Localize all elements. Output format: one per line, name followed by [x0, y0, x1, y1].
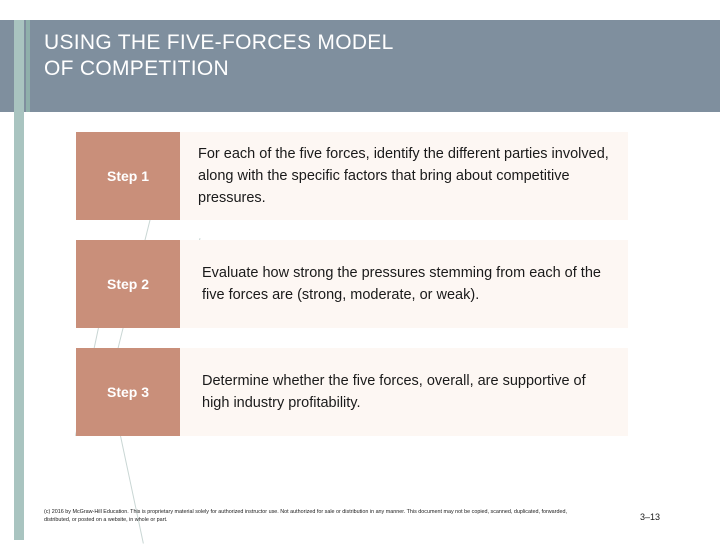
step-row-1: Step 1 For each of the five forces, iden… — [76, 132, 628, 220]
header-accent-bar-dark-teal — [26, 20, 30, 112]
step-row-3: Step 3 Determine whether the five forces… — [76, 348, 628, 436]
step-1-text: For each of the five forces, identify th… — [180, 132, 628, 220]
page-title: USING THE FIVE-FORCES MODEL OF COMPETITI… — [44, 30, 684, 82]
page-title-line-2: OF COMPETITION — [44, 57, 230, 80]
decorative-diagonal-4 — [120, 435, 144, 544]
step-2-text: Evaluate how strong the pressures stemmi… — [180, 240, 628, 328]
step-2-label: Step 2 — [76, 240, 180, 328]
step-row-2: Step 2 Evaluate how strong the pressures… — [76, 240, 628, 328]
header-band — [0, 20, 720, 112]
page-title-line-1: USING THE FIVE-FORCES MODEL — [44, 31, 394, 54]
step-3-text: Determine whether the five forces, overa… — [180, 348, 628, 436]
header-accent-bar-teal — [14, 20, 24, 112]
slide-number: 3–13 — [640, 512, 661, 522]
step-3-label: Step 3 — [76, 348, 180, 436]
step-1-label: Step 1 — [76, 132, 180, 220]
footer-copyright: (c) 2016 by McGraw-Hill Education. This … — [44, 509, 567, 523]
left-accent-bar — [14, 112, 24, 540]
left-accent-bar-spacer — [24, 112, 28, 540]
